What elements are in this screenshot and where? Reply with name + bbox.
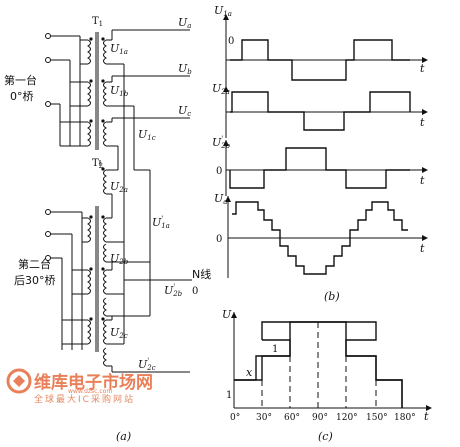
bridge2-line1: 第二台 [18, 257, 51, 271]
coil [87, 39, 91, 65]
level-x: x [246, 366, 253, 379]
u1a-prime-label: U'1a [152, 215, 170, 230]
tick-180: 180° [394, 413, 416, 423]
t-label: t [420, 62, 425, 75]
ylabel: U [222, 308, 232, 321]
level-1: 1 [272, 344, 278, 355]
u2b-prime-label: U'2b [164, 283, 183, 298]
u2c-label: U2c [110, 326, 128, 340]
t-label: t [420, 242, 425, 255]
coil [87, 319, 91, 345]
watermark-url: www.dzsc.com [68, 388, 113, 395]
tick-60: 60° [284, 413, 300, 423]
coil [103, 81, 107, 107]
zero-label: 0 [228, 36, 234, 47]
watermark-main: 维库电子市场网 [34, 373, 153, 393]
level-1-left: 1 [226, 390, 232, 401]
caption-a: (a) [116, 430, 131, 443]
tick-120: 120° [336, 413, 358, 423]
coil [103, 297, 107, 317]
plot-label: U1a [214, 4, 232, 18]
watermark: 维库电子市场网 www.dzsc.com 全球最大IC采购网站 [2, 366, 178, 406]
plot-u2b-prime: U'2b 0 t [212, 135, 428, 196]
caption-c: (c) [318, 430, 333, 443]
ub-label: Ub [178, 62, 192, 76]
plot-label: U2a [212, 82, 230, 96]
watermark-logo-icon [6, 368, 32, 394]
coil [103, 39, 107, 65]
plot-u2a: U2a t [212, 82, 428, 138]
stepped-wave [234, 321, 403, 408]
u2a-label: U2a [110, 180, 128, 194]
u1c-label: U1c [138, 128, 156, 142]
u2c-prime-label: U'2c [138, 357, 156, 372]
tick-0: 0° [230, 413, 240, 423]
terminal [45, 101, 51, 107]
coil [103, 243, 107, 263]
u1a-label: U1a [110, 42, 128, 56]
xlabel: t [424, 410, 429, 423]
waveforms-b: U1a 0 t U2a t U'2b 0 t [212, 4, 428, 303]
uc-label: Uc [178, 104, 191, 118]
bridge2-line2: 后30°桥 [14, 274, 56, 287]
tick-30: 30° [256, 413, 272, 423]
plot-ua: Ua 0 t [214, 192, 428, 278]
terminal [45, 231, 51, 237]
waveform-c: U t 1 x 1 0° 30° 60° 90° 120° 150° 180° … [222, 308, 432, 443]
t2-label: T2 [92, 158, 103, 170]
n-line-label: N线 [192, 267, 211, 281]
coil [103, 169, 107, 195]
coil [87, 121, 91, 147]
bridge1-line2: 0°桥 [10, 90, 34, 103]
circuit-a: T1 T2 Ua Ub Uc U1a U1b U1c U2a U2b U2c U… [4, 16, 211, 443]
plot-u1a: U1a 0 t [214, 4, 428, 88]
coil [87, 217, 91, 243]
coil [103, 319, 107, 345]
plot-label: U'2b [212, 135, 231, 150]
coil [103, 121, 107, 147]
coil [103, 217, 107, 243]
tick-150: 150° [366, 413, 388, 423]
coil [103, 347, 107, 367]
t-label: t [420, 174, 425, 187]
terminal [45, 209, 51, 215]
ua-label: Ua [178, 16, 191, 30]
terminal [45, 33, 51, 39]
tick-90: 90° [312, 413, 328, 423]
coil [103, 269, 107, 295]
caption-b: (b) [324, 290, 340, 303]
watermark-tagline: 全球最大IC采购网站 [34, 395, 135, 405]
u2b-label: U2b [110, 252, 129, 266]
bridge1-line1: 第一台 [4, 73, 37, 87]
zero-label: 0 [216, 234, 222, 245]
t1-label: T1 [92, 16, 103, 28]
zero-label: 0 [216, 166, 222, 177]
terminal [45, 57, 51, 63]
coil [87, 81, 91, 107]
coil [87, 269, 91, 295]
plot-label: Ua [214, 192, 227, 206]
u1b-label: U1b [110, 84, 129, 98]
n-zero-label: 0 [192, 286, 198, 297]
t-label: t [420, 116, 425, 129]
